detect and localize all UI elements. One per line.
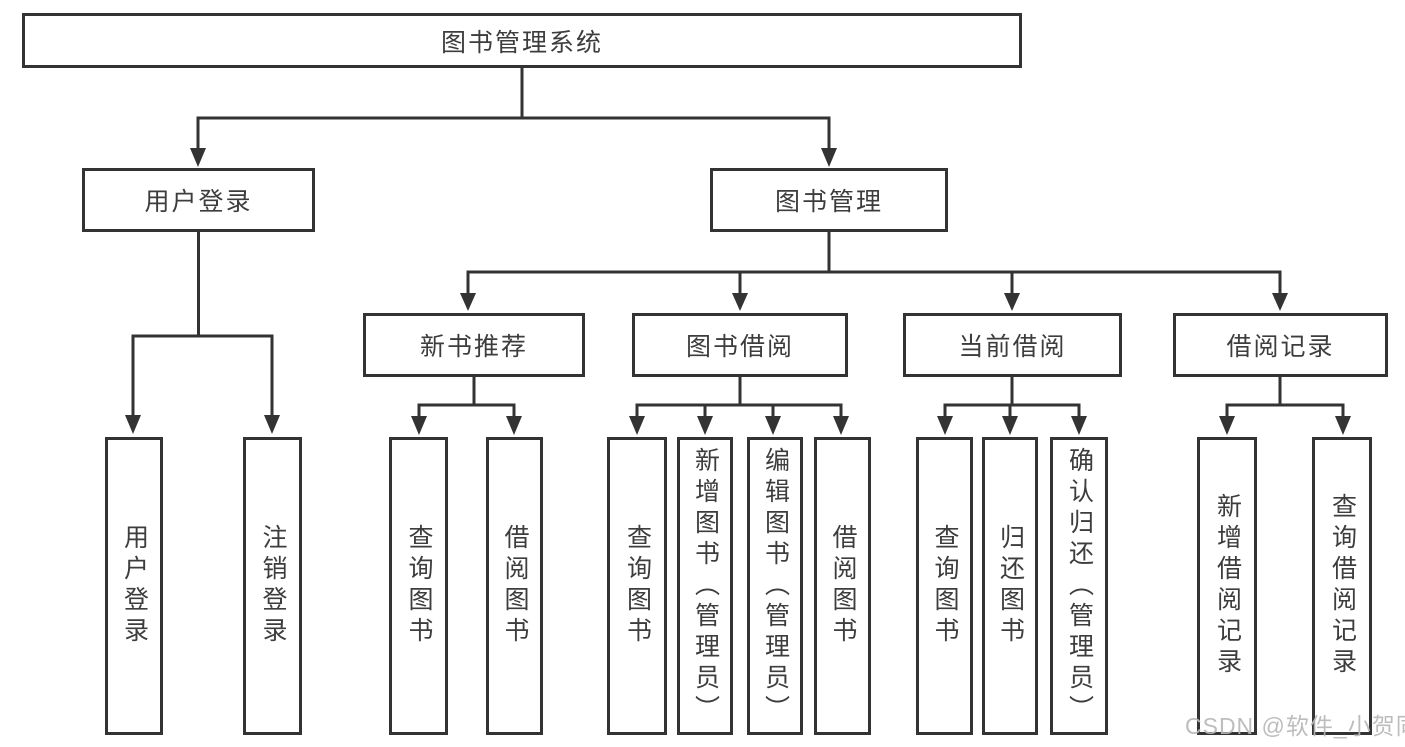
leaf-cb-return-books: 归还图书 [982, 437, 1038, 735]
arrowhead [411, 416, 427, 435]
arrowhead [629, 416, 645, 435]
node-user-login-branch-label: 用户登录 [144, 188, 253, 216]
node-current-borrow-label: 当前借阅 [958, 333, 1067, 361]
leaf-cb-confirm-return-admin-label: 确认归还（管理员） [1065, 446, 1094, 726]
node-book-management-branch-label: 图书管理 [774, 188, 883, 216]
arrowhead [125, 415, 141, 434]
leaf-user-login: 用户登录 [105, 437, 163, 735]
arrowhead [506, 416, 522, 435]
arrowhead [1335, 416, 1351, 435]
leaf-logout-label: 注销登录 [259, 524, 287, 648]
leaf-nbr-query-books: 查询图书 [389, 437, 448, 735]
leaf-cb-confirm-return-admin: 确认归还（管理员） [1050, 437, 1108, 735]
leaf-cb-return-books-label: 归还图书 [996, 524, 1025, 648]
node-book-borrow-label: 图书借阅 [685, 333, 794, 361]
node-user-login-branch: 用户登录 [82, 168, 315, 232]
leaf-cb-query-books: 查询图书 [916, 437, 973, 735]
connector-newbookrec-to-leaves [417, 377, 516, 418]
connector-currentborrow-to-leaves [943, 377, 1081, 418]
node-current-borrow: 当前借阅 [903, 313, 1122, 377]
arrowheads [125, 148, 1351, 435]
arrowhead [1272, 293, 1288, 311]
arrowhead [765, 416, 781, 435]
node-book-borrow: 图书借阅 [632, 313, 848, 377]
leaf-nbr-query-books-label: 查询图书 [405, 524, 433, 648]
leaf-br-add-borrow-record: 新增借阅记录 [1197, 437, 1257, 735]
leaf-nbr-borrow-books: 借阅图书 [486, 437, 543, 735]
csdn-watermark: CSDN @软件_小贺同学 [1185, 713, 1405, 739]
node-new-book-recommend-label: 新书推荐 [419, 333, 528, 361]
leaf-bb-edit-books-admin-label: 编辑图书（管理员） [761, 446, 790, 726]
leaf-bb-query-books: 查询图书 [607, 437, 667, 735]
arrowhead [1002, 416, 1018, 435]
node-root: 图书管理系统 [22, 13, 1022, 68]
node-new-book-recommend: 新书推荐 [363, 313, 585, 377]
node-book-management-branch: 图书管理 [710, 168, 948, 232]
leaf-bb-edit-books-admin: 编辑图书（管理员） [747, 437, 803, 735]
arrowhead [833, 416, 849, 435]
arrowhead [697, 416, 713, 435]
leaf-logout: 注销登录 [243, 437, 302, 735]
leaf-br-query-borrow-record: 查询借阅记录 [1312, 437, 1372, 735]
leaf-cb-query-books-label: 查询图书 [931, 524, 959, 648]
arrowhead [1219, 416, 1235, 435]
node-borrow-record-label: 借阅记录 [1226, 333, 1335, 361]
leaf-br-add-borrow-record-label: 新增借阅记录 [1213, 493, 1242, 679]
arrowhead [732, 293, 748, 311]
leaf-bb-query-books-label: 查询图书 [623, 524, 652, 648]
arrowhead [264, 415, 280, 434]
leaf-bb-borrow-books: 借阅图书 [814, 437, 871, 735]
connector-root-to-level2 [196, 68, 831, 150]
leaf-br-query-borrow-record-label: 查询借阅记录 [1328, 493, 1357, 679]
arrowhead [190, 148, 206, 167]
connector-userlogin-to-leaves [131, 232, 274, 418]
connector-borrowrecord-to-leaves [1225, 377, 1345, 418]
connector-bookmgmt-to-level3 [466, 232, 1282, 295]
arrowhead [1004, 293, 1020, 311]
node-borrow-record: 借阅记录 [1173, 313, 1388, 377]
arrowhead [821, 148, 837, 167]
leaf-nbr-borrow-books-label: 借阅图书 [501, 524, 529, 648]
connector-bookborrow-to-leaves [635, 377, 843, 418]
node-root-label: 图书管理系统 [440, 28, 603, 57]
arrowhead [460, 293, 476, 311]
arrowhead [1071, 416, 1087, 435]
leaf-bb-add-books-admin: 新增图书（管理员） [677, 437, 733, 735]
arrowhead [937, 416, 953, 435]
leaf-bb-borrow-books-label: 借阅图书 [829, 524, 857, 648]
leaf-user-login-label: 用户登录 [120, 524, 149, 648]
leaf-bb-add-books-admin-label: 新增图书（管理员） [691, 446, 720, 726]
